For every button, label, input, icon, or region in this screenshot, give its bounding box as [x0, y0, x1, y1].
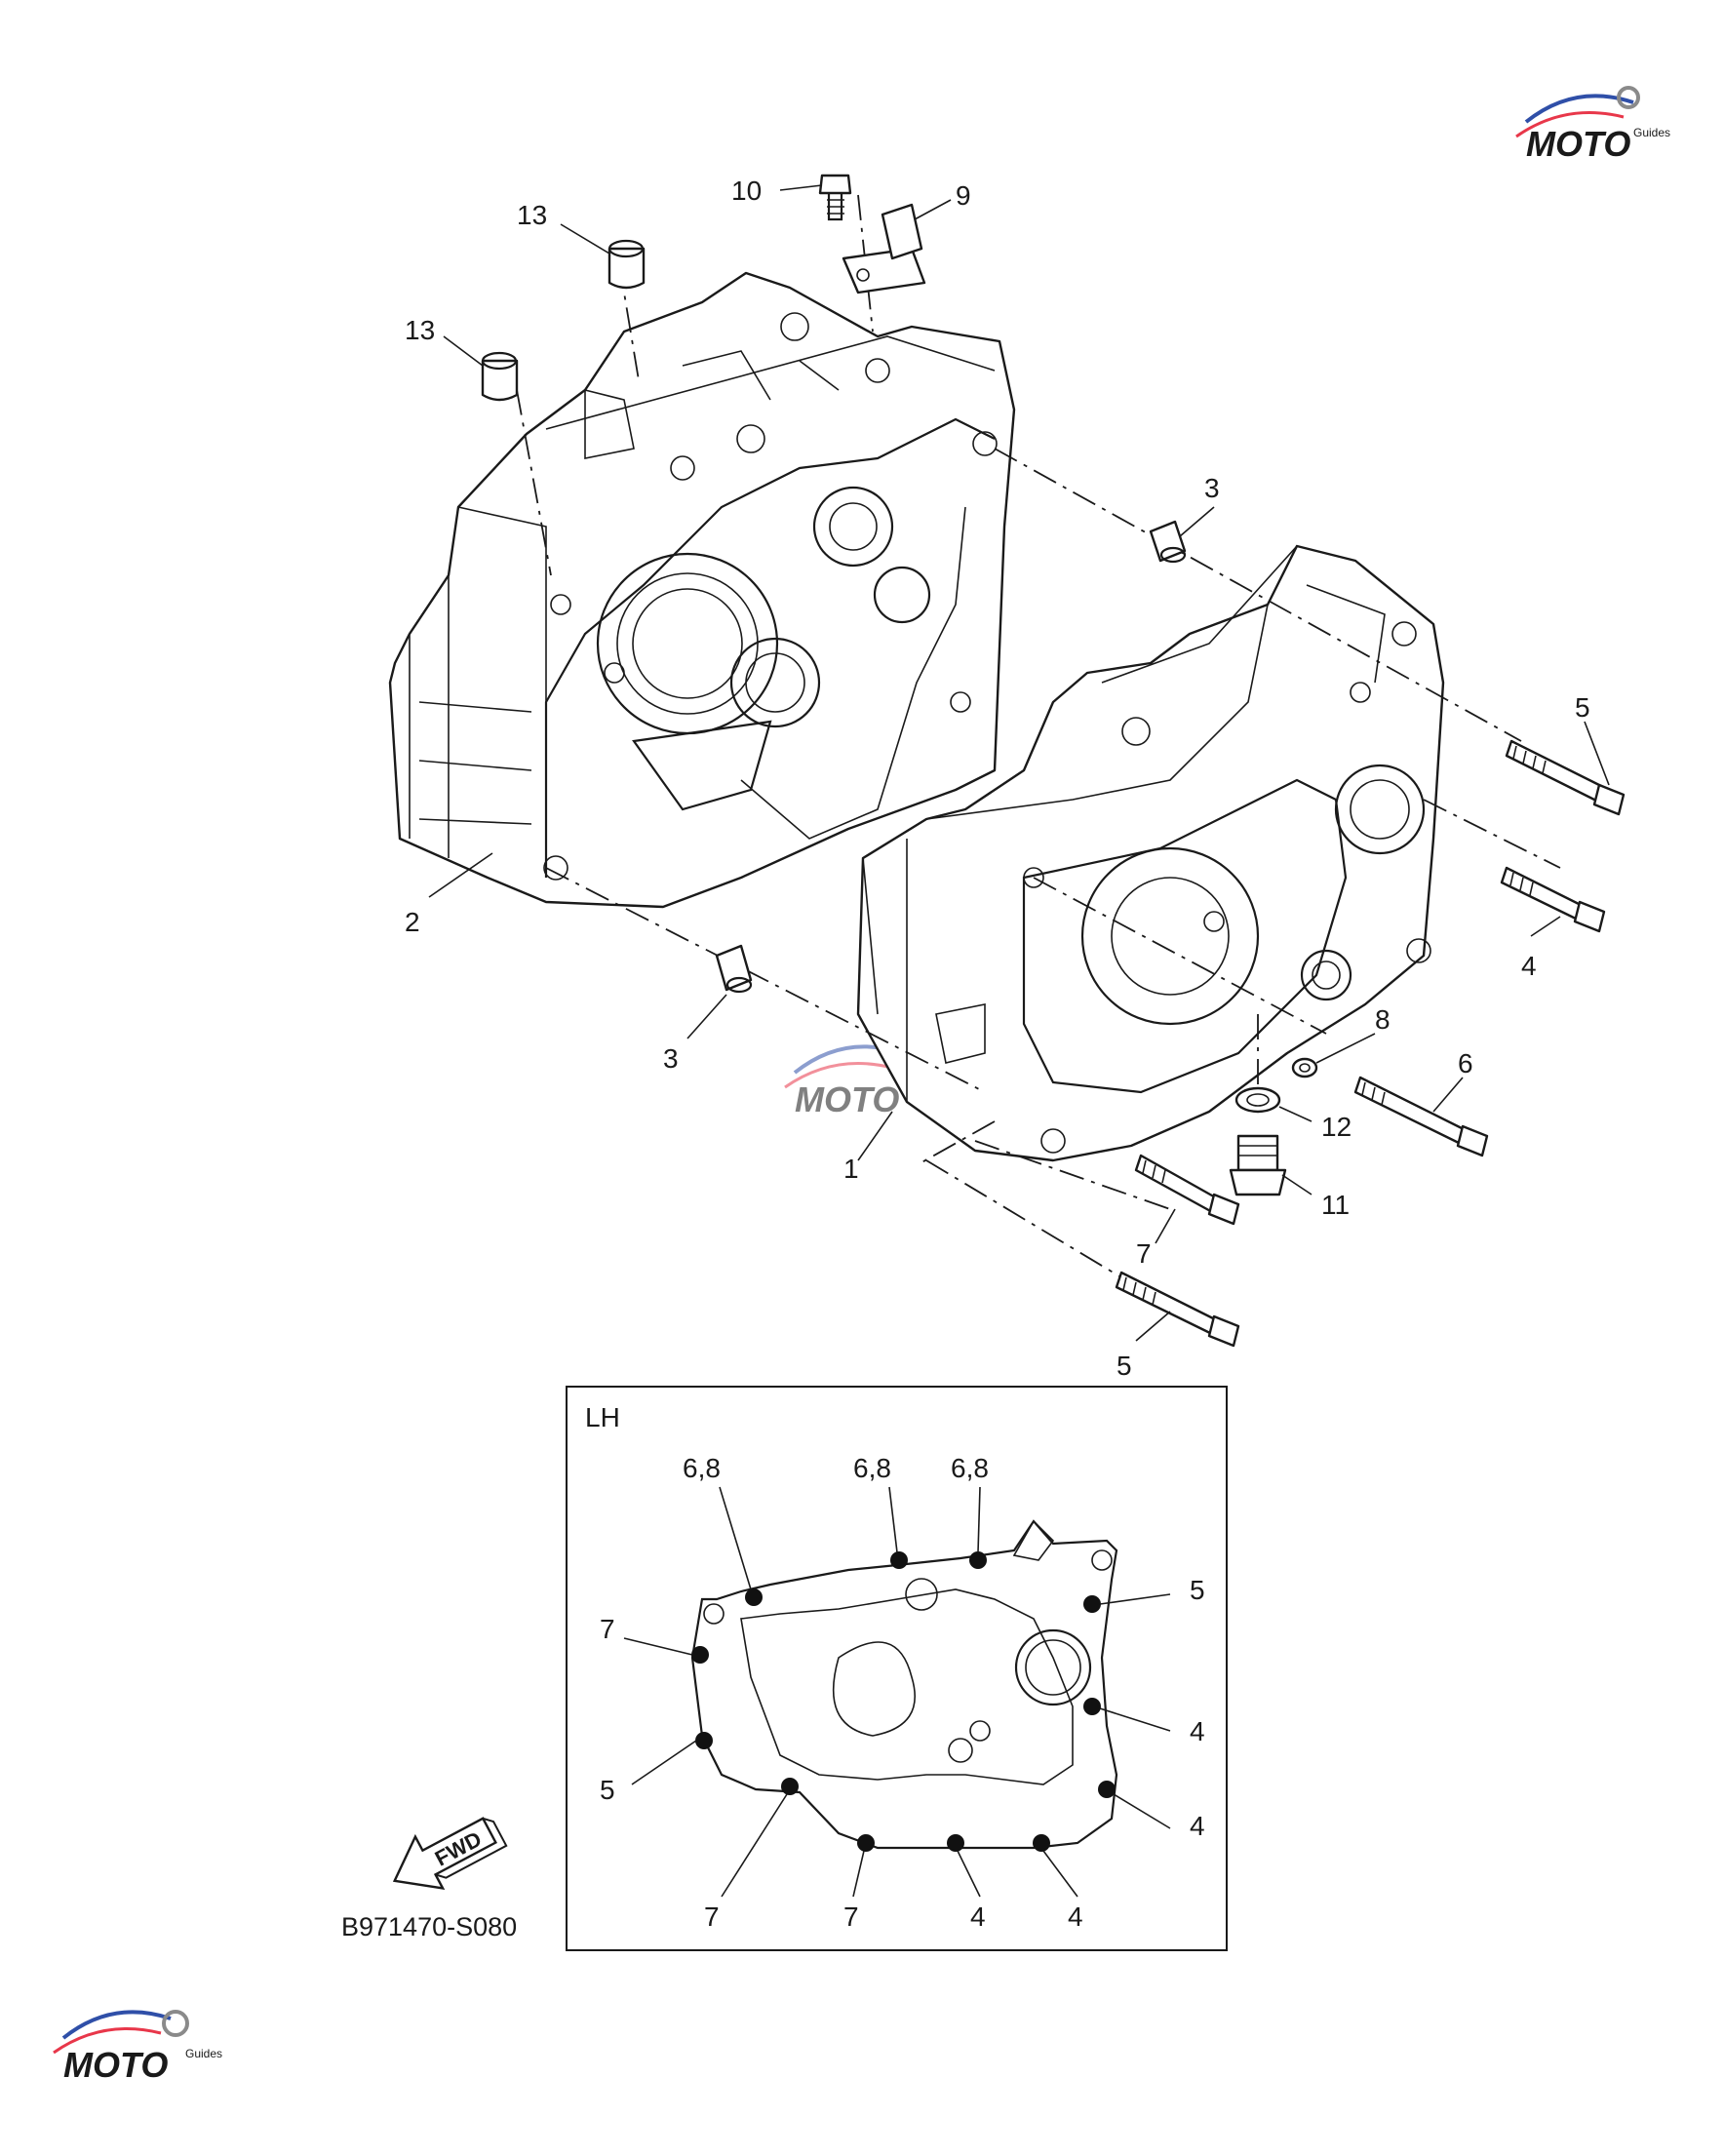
callout-7: 7 [1136, 1238, 1152, 1269]
dowel-pin-upper [1149, 520, 1187, 564]
bolt-5-lower [1115, 1271, 1240, 1348]
callout-6: 6 [1458, 1048, 1473, 1078]
inset-callout-6-8-left: 6,8 [683, 1453, 721, 1483]
washer-12 [1234, 1086, 1281, 1114]
washer-8 [1291, 1057, 1318, 1078]
watermark-logo-top: MOTO Guides [1515, 86, 1670, 164]
callout-10: 10 [731, 176, 762, 206]
watermark-text: MOTO [63, 2045, 168, 2085]
dowel-pin-lower [715, 944, 753, 994]
inset-callout-4-bottom-middle: 4 [970, 1901, 986, 1932]
callout-11: 11 [1321, 1190, 1350, 1220]
inset-callout-5-right: 5 [1190, 1575, 1205, 1605]
callout-5-lower: 5 [1117, 1351, 1132, 1381]
callout-13-upper: 13 [517, 200, 547, 230]
callout-1: 1 [843, 1154, 859, 1184]
callout-5-upper: 5 [1575, 692, 1590, 723]
dowel-13-upper [607, 239, 646, 290]
inset-callout-4-bottom-right: 4 [1068, 1901, 1083, 1932]
bolt-7 [1134, 1154, 1240, 1226]
callout-8: 8 [1375, 1004, 1391, 1035]
callout-3-lower: 3 [663, 1043, 679, 1074]
crankcase-right [856, 544, 1445, 1162]
callout-12: 12 [1321, 1112, 1352, 1142]
callout-2: 2 [405, 907, 420, 937]
callout-3-upper: 3 [1204, 473, 1220, 503]
inset-callout-6-8-middle: 6,8 [853, 1453, 891, 1483]
inset-callout-4-upper: 4 [1190, 1716, 1205, 1746]
diagram-code: B971470-S080 [341, 1912, 517, 1941]
bolt-5-upper [1505, 739, 1626, 816]
bolt-10 [818, 174, 852, 221]
watermark-logo-bottom: MOTO Guides [53, 2010, 222, 2085]
inset-callout-7-left: 7 [600, 1614, 615, 1644]
leader-lines [428, 184, 1610, 1342]
watermark-text: MOTO [795, 1079, 899, 1119]
watermark-subtext: Guides [185, 2047, 222, 2060]
watermark-text: MOTO [1526, 124, 1630, 164]
callouts: 10 9 13 13 3 5 4 2 3 1 8 6 12 11 7 5 [405, 176, 1590, 1381]
crankcase-left [388, 271, 1016, 909]
inset-callout-6-8-right: 6,8 [951, 1453, 989, 1483]
bolt-6 [1353, 1076, 1489, 1157]
inset-callout-4-right: 4 [1190, 1811, 1205, 1841]
callout-9: 9 [956, 180, 971, 211]
inset-callout-5-left: 5 [600, 1775, 615, 1805]
dowel-13-lower [481, 351, 519, 402]
callout-4: 4 [1521, 951, 1537, 981]
inset-callout-7-bottom-left: 7 [704, 1901, 720, 1932]
watermark-subtext: Guides [1633, 126, 1670, 139]
inset-callout-7-bottom-middle: 7 [843, 1901, 859, 1932]
drain-plug-11 [1229, 1134, 1287, 1196]
plate-9 [842, 203, 926, 294]
callout-13-lower: 13 [405, 315, 435, 345]
lh-inset: LH [566, 1386, 1228, 1951]
bolt-4 [1500, 866, 1606, 933]
fwd-arrow-icon: FWD [392, 1817, 508, 1891]
inset-title: LH [585, 1402, 620, 1432]
